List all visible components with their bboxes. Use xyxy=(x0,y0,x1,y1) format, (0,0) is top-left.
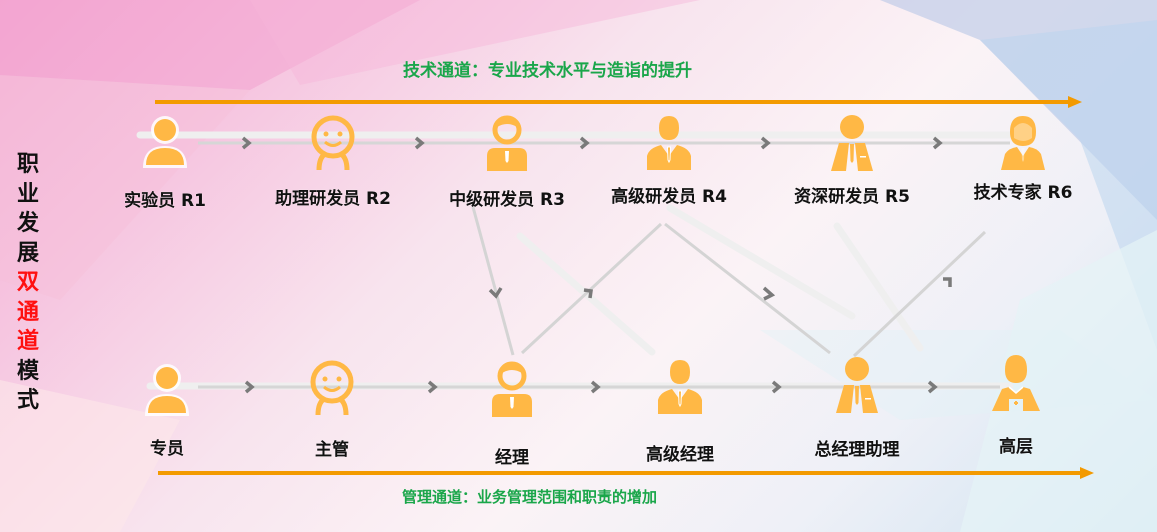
businessman-icon xyxy=(657,359,703,415)
smiling-face-icon xyxy=(303,112,363,172)
cross-connectors xyxy=(471,206,987,358)
side-title-part3: 模式 xyxy=(16,358,39,414)
mgmt-node-gm-assistant: 总经理助理 xyxy=(782,355,932,460)
mgmt-node-manager: 经理 xyxy=(437,359,587,468)
tech-node-r3: 中级研发员 R3 xyxy=(432,113,582,210)
tech-node-label: 实验员 R1 xyxy=(124,191,206,211)
mgmt-node-label: 高级经理 xyxy=(646,445,714,465)
chevron-down-right-icon xyxy=(762,286,776,301)
technical-progress-arrow xyxy=(155,96,1082,108)
businessman-icon xyxy=(646,115,692,171)
side-title: 职业发展双通道模式 xyxy=(14,150,42,416)
mgmt-node-specialist: 专员 xyxy=(92,358,242,459)
chevron-right-icon xyxy=(244,380,255,394)
tech-node-r4: 高级研发员 R4 xyxy=(594,112,744,207)
mgmt-node-executive: 高层 xyxy=(941,353,1091,457)
chevrons xyxy=(241,136,952,394)
management-lane-title: 管理通道：业务管理范围和职责的增加 xyxy=(402,488,658,506)
person-silhouette-icon xyxy=(143,116,187,168)
mgmt-node-supervisor: 主管 xyxy=(257,357,407,460)
chevron-down-icon xyxy=(488,287,503,299)
person-silhouette-icon xyxy=(145,364,189,416)
chevron-right-icon xyxy=(579,136,590,150)
mgmt-node-label: 高层 xyxy=(999,437,1033,457)
suit-person-icon xyxy=(836,357,878,413)
tech-node-r5: 资深研发员 R5 xyxy=(777,113,927,207)
chevron-right-icon xyxy=(932,136,943,150)
mgmt-node-label: 经理 xyxy=(495,448,529,468)
executive-icon xyxy=(991,354,1041,412)
tech-node-label: 技术专家 R6 xyxy=(973,183,1073,203)
office-worker-icon xyxy=(477,113,537,173)
technical-lane-title: 技术通道：专业技术水平与造诣的提升 xyxy=(403,61,692,81)
office-worker-icon xyxy=(482,359,542,419)
tech-node-r2: 助理研发员 R2 xyxy=(258,112,408,209)
management-progress-arrow xyxy=(158,467,1094,479)
chevron-right-icon xyxy=(771,380,782,394)
chevron-right-icon xyxy=(927,380,938,394)
chevron-right-icon xyxy=(590,380,601,394)
side-title-highlight: 双通道 xyxy=(16,270,39,354)
tech-node-r1: 实验员 R1 xyxy=(90,110,240,211)
chevron-right-icon xyxy=(427,380,438,394)
mgmt-node-senior-manager: 高级经理 xyxy=(605,356,755,465)
tech-node-label: 高级研发员 R4 xyxy=(611,187,727,207)
suit-person-icon xyxy=(831,115,873,171)
mgmt-node-label: 总经理助理 xyxy=(814,440,900,460)
tech-node-r6: 技术专家 R6 xyxy=(948,112,1098,203)
expert-icon xyxy=(1001,116,1045,170)
mgmt-node-label: 主管 xyxy=(315,440,349,460)
chevron-right-icon xyxy=(241,136,252,150)
tech-node-label: 助理研发员 R2 xyxy=(275,189,391,209)
chevron-up-right-icon xyxy=(583,288,593,299)
tech-node-label: 资深研发员 R5 xyxy=(794,187,910,207)
mgmt-node-label: 专员 xyxy=(150,439,184,459)
chevron-right-icon xyxy=(414,136,425,150)
smiling-face-icon xyxy=(302,357,362,417)
tech-node-label: 中级研发员 R3 xyxy=(449,190,565,210)
chevron-up-right-icon xyxy=(943,277,952,287)
side-title-part1: 职业发展 xyxy=(16,152,39,266)
chevron-right-icon xyxy=(760,136,771,150)
